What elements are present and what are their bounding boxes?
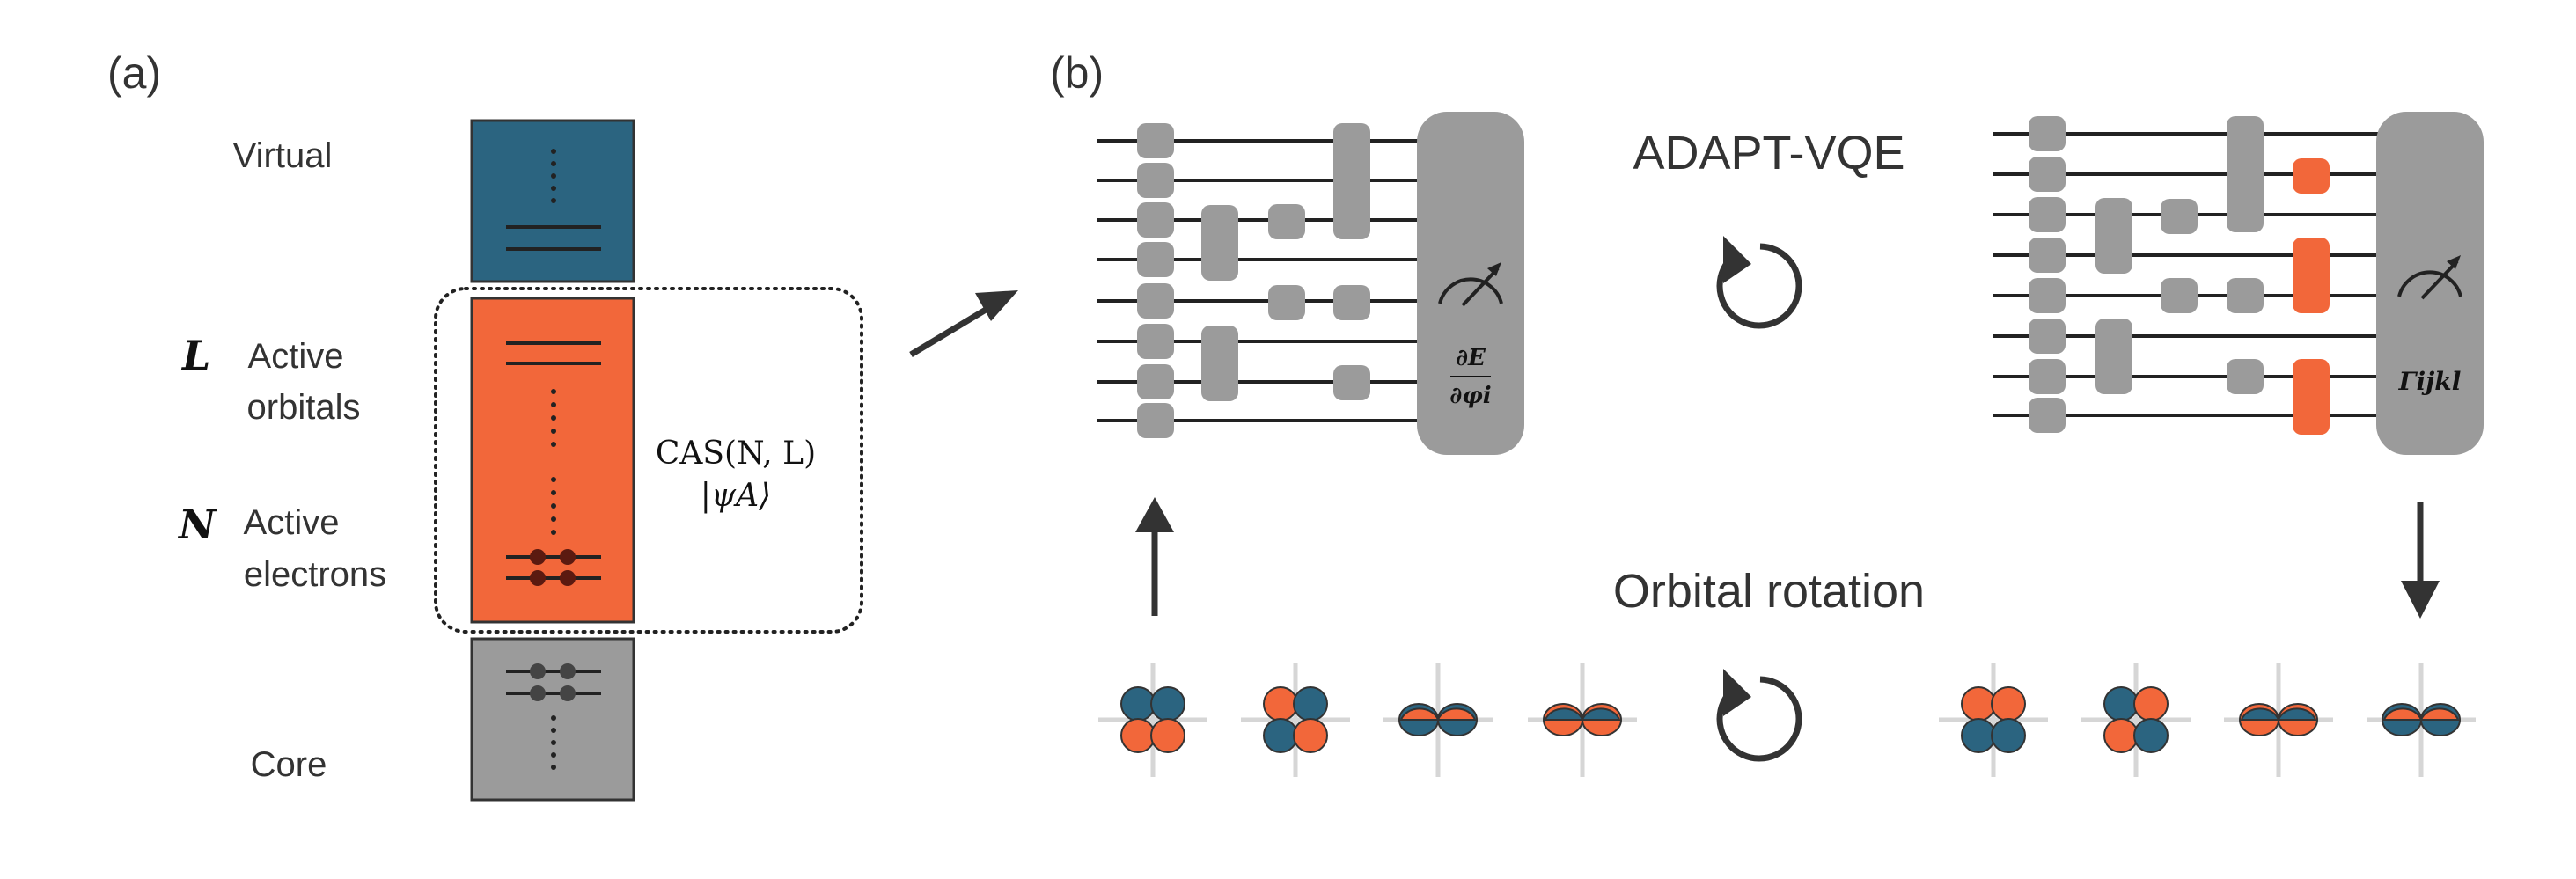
active-electrons-text-2: electrons xyxy=(244,555,386,594)
active-dots xyxy=(551,389,556,535)
meter-icon xyxy=(2397,255,2462,300)
orbital-p-right-3 xyxy=(2224,663,2333,777)
orbital-d-left-1 xyxy=(1098,663,1207,777)
cas-label: CAS(N, L) xyxy=(656,436,816,472)
active-levels xyxy=(506,341,601,580)
orbital-d-right-1 xyxy=(1939,663,2048,777)
virtual-dots xyxy=(551,149,556,203)
orbital-p-left-3 xyxy=(1383,663,1493,777)
circular-arrow-icon-top xyxy=(1716,236,1802,329)
active-space-box xyxy=(470,297,635,624)
circuit-right-gates xyxy=(2029,116,2264,433)
active-electrons xyxy=(530,549,576,586)
orbitals-left xyxy=(1098,663,1637,777)
virtual-levels xyxy=(506,225,601,251)
core-dots xyxy=(551,715,556,770)
rdm-label: Γijkl xyxy=(2398,367,2462,396)
arrow-up xyxy=(1135,497,1174,616)
wavefunction-label: |ψA⟩ xyxy=(701,478,771,514)
active-electrons-symbol: N xyxy=(177,501,217,548)
orbitals-right xyxy=(1939,663,2476,777)
active-electrons-text-1: Active xyxy=(244,503,340,542)
measurement-block-left xyxy=(1417,112,1524,455)
orbital-rotation-label: Orbital rotation xyxy=(1613,565,1925,618)
core-electrons xyxy=(530,663,576,701)
meter-icon xyxy=(1438,262,1503,307)
orbital-p-left-4 xyxy=(1528,663,1637,777)
active-orbitals-text-1: Active xyxy=(248,337,344,376)
measurement-block-right xyxy=(2376,112,2484,455)
adapt-vqe-label: ADAPT-VQE xyxy=(1633,127,1904,179)
circuit-right: Γijkl xyxy=(1993,112,2484,455)
circuit-left-gates xyxy=(1137,123,1370,438)
circuit-right-new-gates xyxy=(2293,158,2330,435)
panel-b-label: (b) xyxy=(1050,48,1104,98)
active-orbitals-symbol: L xyxy=(180,332,210,379)
arrow-a-to-b xyxy=(909,290,1018,358)
orbital-d-left-2 xyxy=(1241,663,1350,777)
panel-a-label: (a) xyxy=(107,48,161,98)
orbital-d-right-2 xyxy=(2081,663,2191,777)
core-levels xyxy=(506,670,601,695)
arrow-down xyxy=(2401,502,2440,619)
virtual-label: Virtual xyxy=(233,136,333,175)
orbital-p-right-4 xyxy=(2367,663,2476,777)
gradient-denominator: ∂φi xyxy=(1449,383,1491,409)
circuit-left: ∂E ∂φi xyxy=(1097,112,1524,455)
circular-arrow-icon-bottom xyxy=(1716,669,1802,762)
gradient-numerator: ∂E xyxy=(1456,345,1486,371)
cas-region-outline xyxy=(434,287,863,634)
active-orbitals-text-2: orbitals xyxy=(247,388,361,427)
core-label: Core xyxy=(251,745,327,784)
